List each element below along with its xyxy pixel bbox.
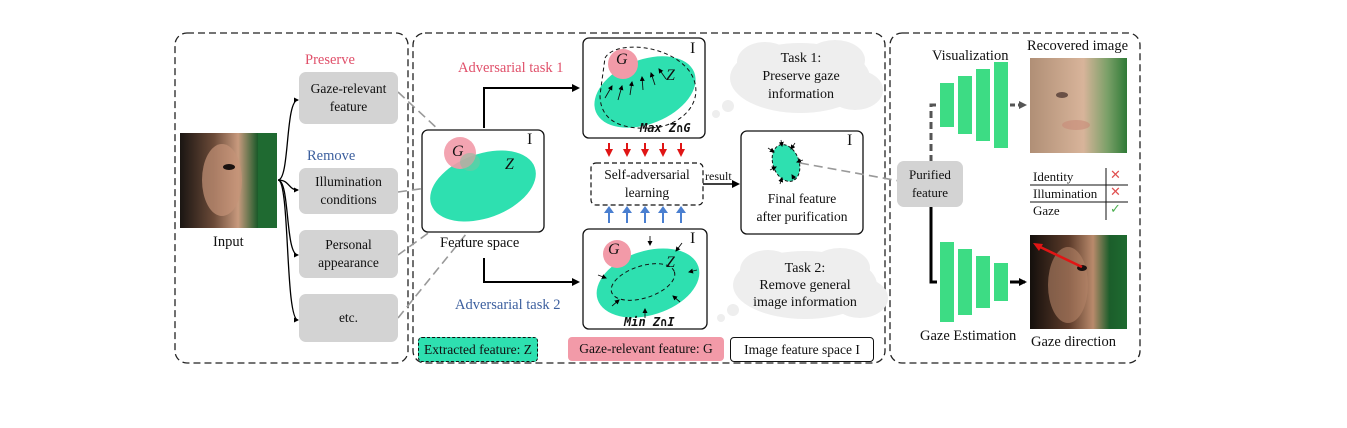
feature-space-i: I bbox=[527, 131, 533, 148]
attribute-row-identity: Identity bbox=[1033, 169, 1073, 185]
recovered-image-label: Recovered image bbox=[1027, 38, 1129, 54]
feature-space-overlap bbox=[460, 153, 480, 171]
box-etc: etc. bbox=[299, 294, 398, 342]
legend-image-text: Image feature space I bbox=[744, 341, 860, 357]
task1-max-label: Max Z∩G bbox=[640, 121, 691, 135]
illumination-mark: ✕ bbox=[1110, 185, 1121, 200]
gaze-vector bbox=[1035, 243, 1083, 269]
recovered-image bbox=[1030, 58, 1127, 153]
panel-input bbox=[174, 32, 409, 364]
adversarial-task-arrows bbox=[483, 84, 580, 286]
red-arrows bbox=[605, 143, 685, 157]
feature-space-g: G bbox=[452, 143, 464, 160]
gaze-direction-label: Gaze direction bbox=[1031, 334, 1116, 350]
task1-g-circle bbox=[608, 49, 638, 79]
gaze-direction-image bbox=[1030, 235, 1127, 329]
task2-min-label: Min Z∩I bbox=[624, 315, 675, 329]
blue-arrows bbox=[604, 206, 686, 223]
preserve-label: Preserve bbox=[305, 52, 355, 68]
purified-connectors bbox=[929, 103, 937, 284]
identity-mark: ✕ bbox=[1110, 168, 1121, 183]
input-label: Input bbox=[213, 234, 244, 250]
visualization-label: Visualization bbox=[932, 48, 1009, 64]
task2-z: Z bbox=[666, 254, 675, 271]
gaze-label: Gaze bbox=[1033, 203, 1060, 218]
task1-i: I bbox=[690, 40, 696, 57]
gaze-estimation-label: Gaze Estimation bbox=[920, 328, 1017, 344]
legend-image-feature: Image feature space I bbox=[730, 337, 874, 362]
task2-g-circle bbox=[603, 240, 631, 268]
panel-output bbox=[889, 32, 1141, 364]
task1-g: G bbox=[616, 51, 628, 68]
legend-extracted-feature: Extracted feature: Z bbox=[418, 337, 538, 362]
task1-z: Z bbox=[666, 67, 675, 84]
adversarial-task2-label: Adversarial task 2 bbox=[455, 297, 561, 313]
purified-feature-box: Purified feature bbox=[897, 161, 963, 207]
gaze-network bbox=[940, 242, 1008, 322]
final-feature-box bbox=[740, 130, 864, 235]
legend-gaze-feature: Gaze-relevant feature: G bbox=[568, 337, 724, 361]
task1-inward-arrows bbox=[604, 68, 667, 101]
panel-feature-space bbox=[412, 32, 886, 364]
legend-extracted-text: Extracted feature: Z bbox=[424, 341, 532, 357]
input-branch-arrows bbox=[277, 97, 299, 323]
task2-g: G bbox=[608, 241, 620, 258]
task2-inward-arrows bbox=[597, 236, 698, 318]
box-personal-appearance: Personal appearance bbox=[299, 230, 398, 278]
attribute-row-gaze: Gaze bbox=[1033, 203, 1060, 219]
box-gaze-relevant: Gaze-relevant feature bbox=[299, 72, 398, 124]
self-adversarial-label: Self-adversarial learning bbox=[604, 167, 690, 200]
final-feature-arrows bbox=[767, 139, 804, 185]
result-label: result bbox=[705, 169, 732, 183]
final-feature-i: I bbox=[847, 132, 853, 149]
box-illumination: Illumination conditions bbox=[299, 168, 398, 214]
task1-cloud-text: Task 1: Preserve gaze information bbox=[762, 51, 840, 102]
task1-cloud bbox=[712, 40, 883, 118]
visualization-network bbox=[940, 62, 1008, 148]
adversarial-task1-label: Adversarial task 1 bbox=[458, 60, 564, 76]
task2-inner-dashed bbox=[610, 263, 676, 301]
gaze-mark: ✓ bbox=[1110, 202, 1121, 217]
feature-space-z: Z bbox=[505, 156, 514, 173]
task2-cloud-text: Task 2: Remove general image information bbox=[753, 261, 857, 310]
illumination-label: Illumination bbox=[1033, 186, 1098, 201]
attribute-row-illumination: Illumination bbox=[1033, 186, 1097, 202]
legend-gaze-text: Gaze-relevant feature: G bbox=[579, 341, 713, 356]
remove-label: Remove bbox=[307, 148, 356, 164]
task2-cloud bbox=[717, 248, 888, 322]
task2-i: I bbox=[690, 230, 696, 247]
task1-dashed-boundary bbox=[599, 46, 697, 129]
feature-space-label: Feature space bbox=[440, 235, 520, 251]
input-face-image bbox=[180, 133, 277, 228]
final-feature-label: Final feature after purification bbox=[756, 191, 848, 224]
attribute-table-lines bbox=[1030, 168, 1128, 220]
identity-label: Identity bbox=[1033, 169, 1074, 184]
to-purified-arrow bbox=[799, 162, 907, 186]
self-adversarial-box bbox=[590, 162, 704, 206]
